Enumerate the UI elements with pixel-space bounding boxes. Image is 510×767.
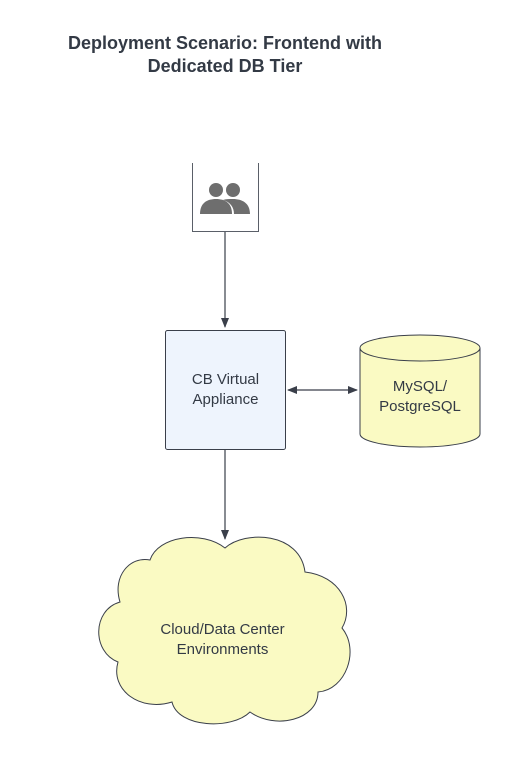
cloud-label: Cloud/Data Center Environments — [110, 610, 335, 670]
cloud-label-line1: Cloud/Data Center — [160, 621, 285, 638]
users-node[interactable] — [192, 163, 259, 232]
database-node[interactable] — [359, 334, 481, 448]
cloud-node[interactable] — [98, 536, 351, 725]
diagram-title-line2: Dedicated DB Tier — [147, 56, 303, 76]
appliance-label-line1: CB Virtual — [191, 371, 260, 388]
users-icon — [200, 183, 250, 214]
diagram-title: Deployment Scenario: Frontend with Dedic… — [0, 32, 450, 78]
appliance-label-line2: Appliance — [192, 391, 259, 408]
appliance-label: CB Virtual Appliance — [165, 330, 286, 450]
database-label-line2: PostgreSQL — [379, 398, 461, 415]
database-label-line1: MySQL/ — [392, 378, 448, 395]
appliance-node[interactable] — [165, 330, 286, 450]
diagram-title-line1: Deployment Scenario: Frontend with — [67, 33, 383, 53]
cloud-label-line2: Environments — [176, 641, 269, 658]
database-label: MySQL/ PostgreSQL — [360, 365, 480, 429]
